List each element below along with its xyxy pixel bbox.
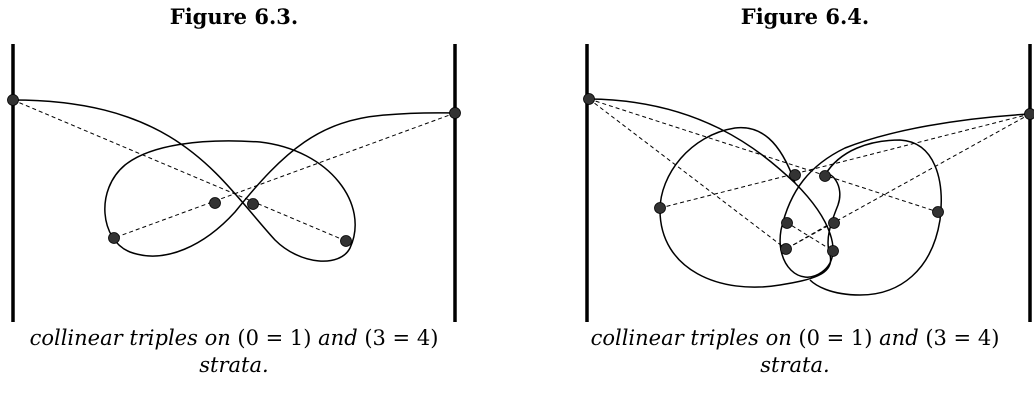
dashed-line <box>659 113 1031 209</box>
dashed-line <box>12 99 347 242</box>
point-dot <box>932 206 944 218</box>
dashed-line <box>113 112 456 239</box>
point-dot <box>789 169 801 181</box>
curve <box>809 139 942 296</box>
caption-line-2: strata. <box>760 353 830 377</box>
caption-line-1: collinear triples on (0 = 1) and (3 = 4) <box>590 326 1000 350</box>
point-dot <box>449 107 461 119</box>
point-dot <box>827 245 839 257</box>
point-dot <box>247 198 259 210</box>
curve <box>588 98 1031 278</box>
dashed-line <box>588 98 787 250</box>
point-dot <box>108 232 120 244</box>
point-dot <box>340 235 352 247</box>
caption-line-2: strata. <box>199 353 269 377</box>
figure-6-4-title: Figure 6.4. <box>740 4 870 29</box>
curve <box>12 99 456 262</box>
point-dot <box>828 217 840 229</box>
dashed-line <box>785 221 834 250</box>
point-dot <box>654 202 666 214</box>
figure-6-3-title: Figure 6.3. <box>169 4 299 29</box>
figure-6-3-diagram <box>7 44 461 322</box>
figure-6-4-diagram <box>583 44 1034 322</box>
point-dot <box>780 243 792 255</box>
figure-6-3-caption: collinear triples on (0 = 1) and (3 = 4)… <box>0 325 484 379</box>
point-dot <box>7 94 19 106</box>
dashed-line <box>785 113 1031 250</box>
point-dot <box>781 217 793 229</box>
dashed-line <box>785 221 834 252</box>
figure-6-4-caption: collinear triples on (0 = 1) and (3 = 4)… <box>545 325 1034 379</box>
curve <box>659 126 841 288</box>
point-dot <box>209 197 221 209</box>
point-dot <box>583 93 595 105</box>
point-dot <box>819 170 831 182</box>
point-dot <box>1024 108 1034 120</box>
caption-line-1: collinear triples on (0 = 1) and (3 = 4) <box>29 326 439 350</box>
